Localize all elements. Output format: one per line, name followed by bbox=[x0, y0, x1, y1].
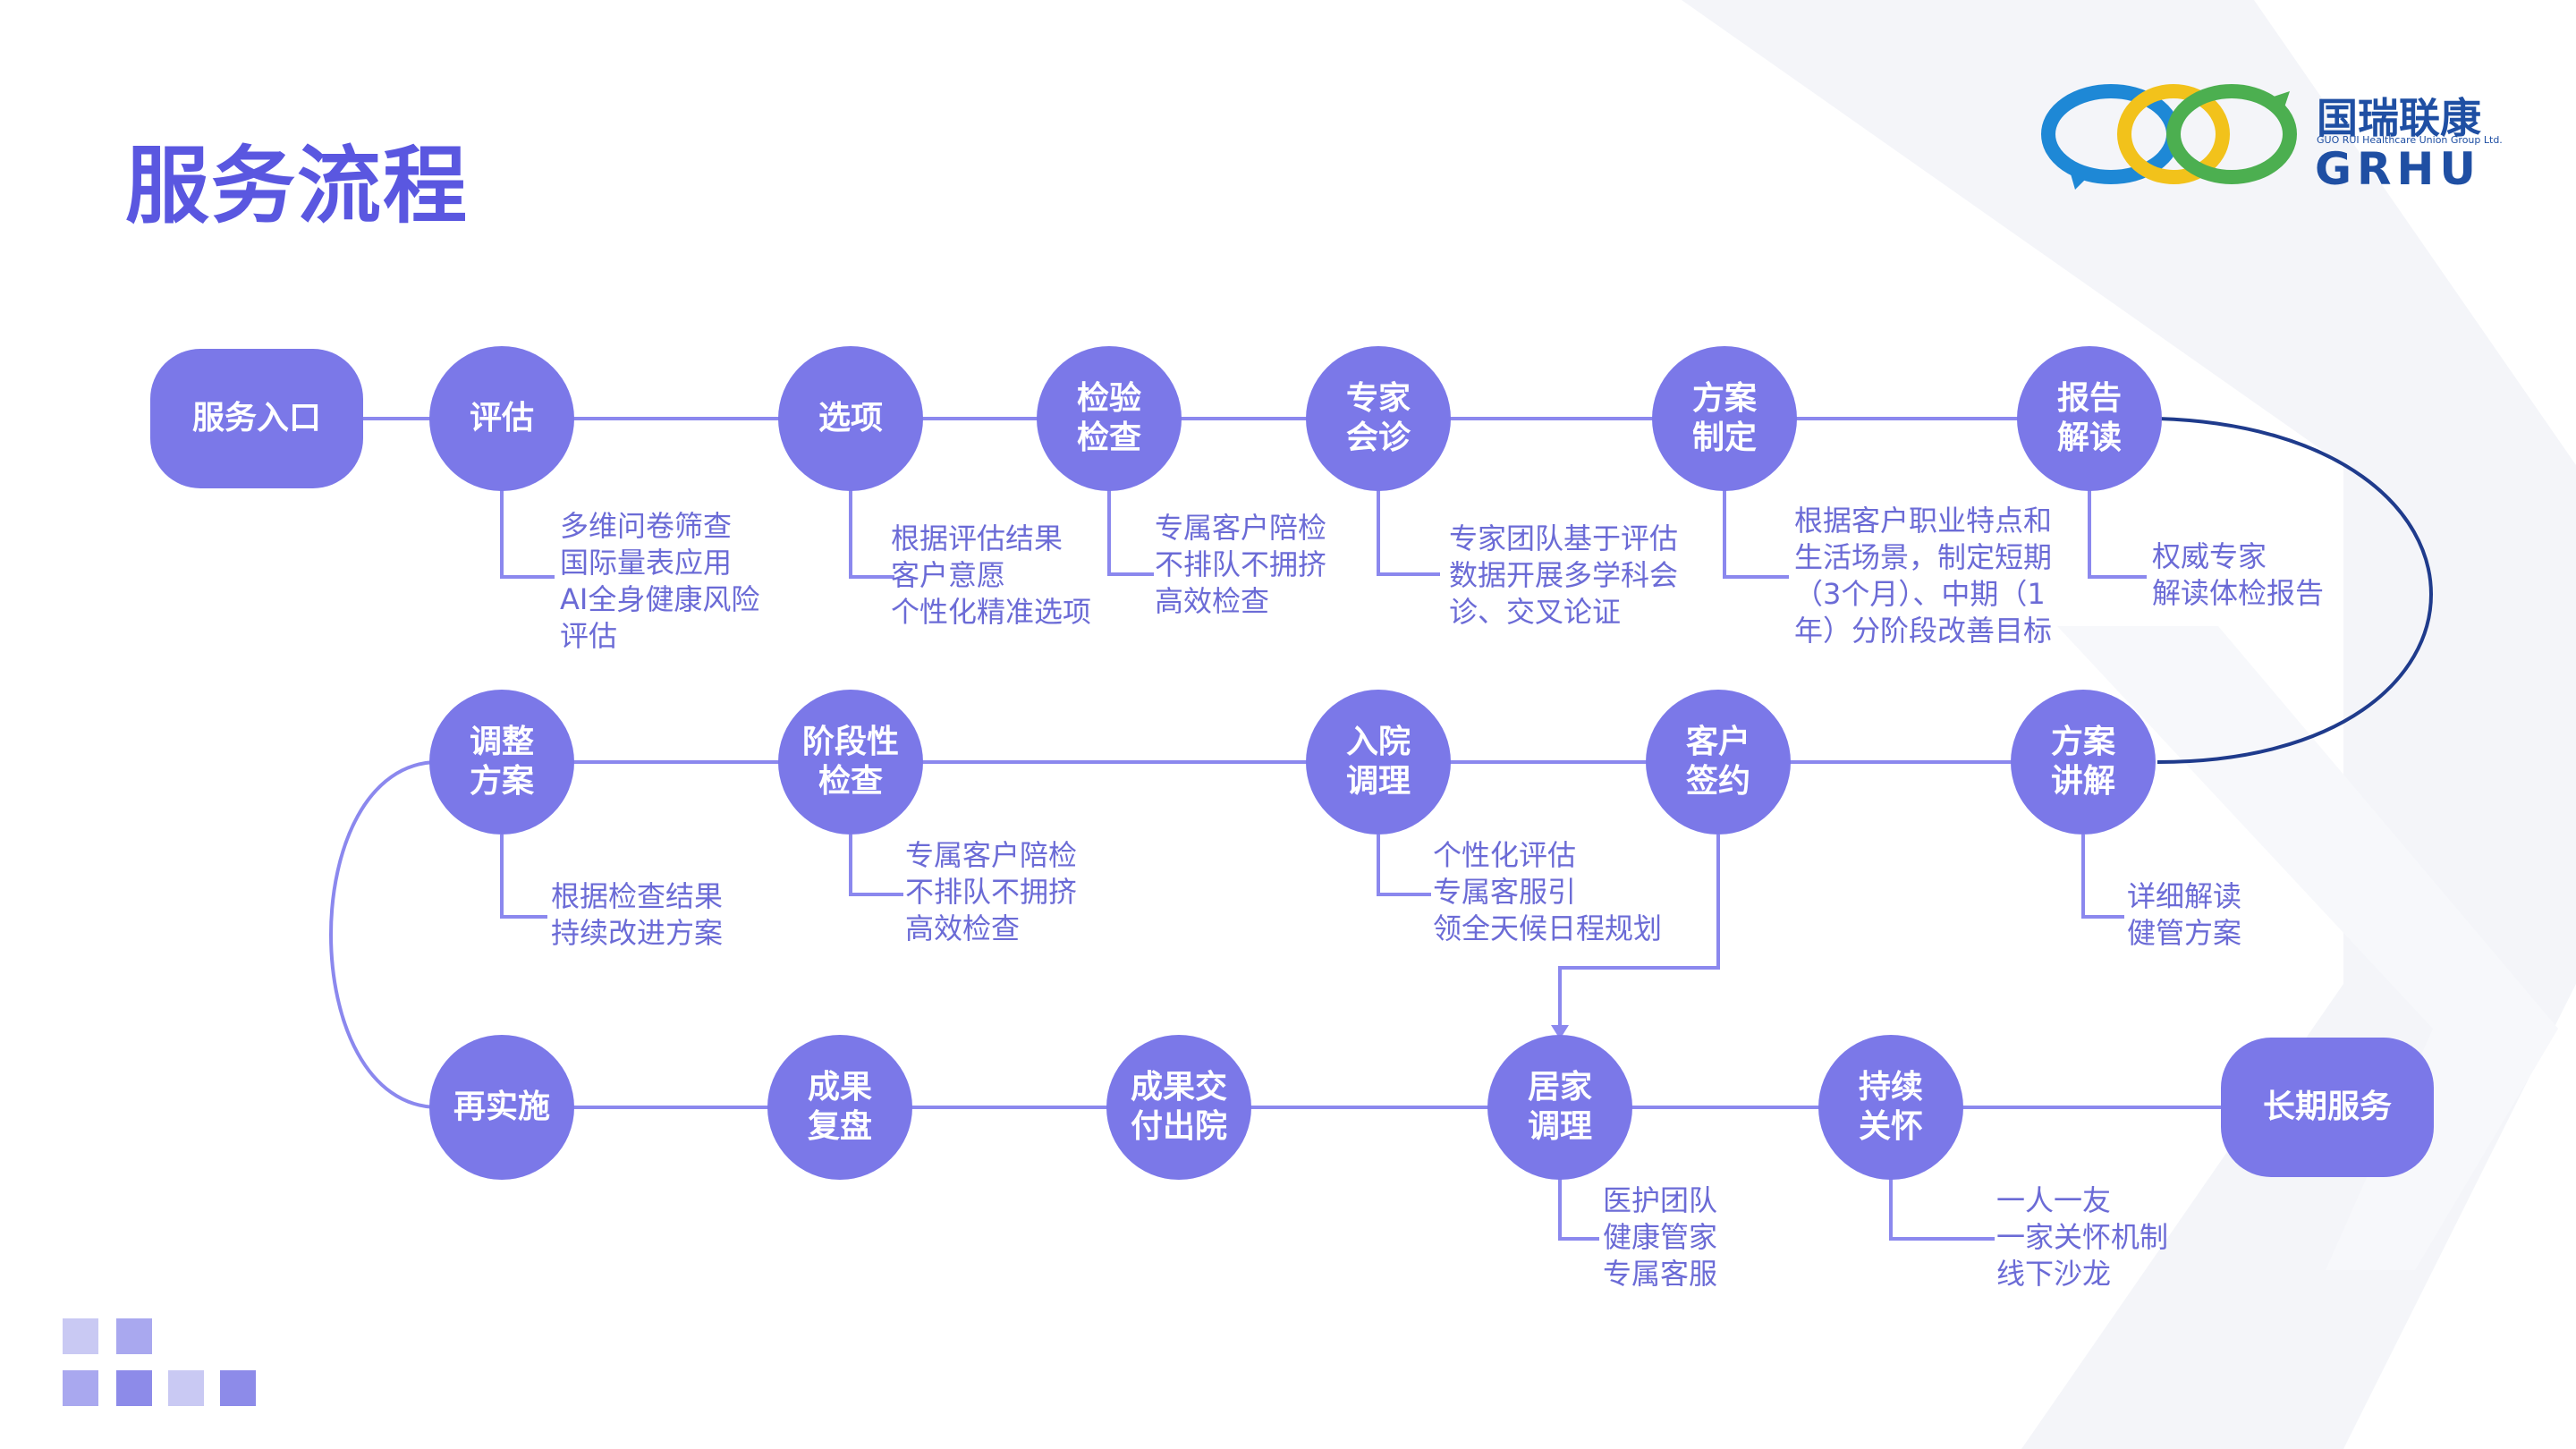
logo-mark-icon bbox=[2041, 84, 2297, 190]
note-expert-consultation: 专家团队基于评估 数据开展多学科会 诊、交叉论证 bbox=[1449, 521, 1679, 629]
logo-name-en: GRHU bbox=[2315, 143, 2481, 195]
flow-node-ongoing-care: 持续 关怀 bbox=[1818, 1035, 1963, 1180]
flow-node-result-review: 成果 复盘 bbox=[767, 1035, 912, 1180]
note-assessment: 多维问卷筛查 国际量表应用 AI全身健康风险 评估 bbox=[560, 509, 760, 653]
flow-node-service-entry: 服务入口 bbox=[150, 349, 363, 488]
note-adjust-plan: 根据检查结果 持续改进方案 bbox=[551, 879, 724, 950]
flow-node-options: 选项 bbox=[778, 346, 923, 491]
flow-node-long-term-service: 长期服务 bbox=[2221, 1038, 2434, 1177]
note-plan-formulation: 根据客户职业特点和 生活场景，制定短期 （3个月）、中期（1 年）分阶段改善目标 bbox=[1794, 504, 2053, 648]
flow-node-assessment: 评估 bbox=[429, 346, 574, 491]
flow-node-customer-signup: 客户 签约 bbox=[1646, 690, 1791, 835]
flow-node-plan-formulation: 方案 制定 bbox=[1652, 346, 1797, 491]
flow-node-expert-consultation: 专家 会诊 bbox=[1306, 346, 1451, 491]
flow-node-admission: 入院 调理 bbox=[1306, 690, 1451, 835]
flow-node-plan-explanation: 方案 讲解 bbox=[2011, 690, 2156, 835]
flow-node-examination: 检验 检查 bbox=[1037, 346, 1182, 491]
note-home-care: 医护团队 健康管家 专属客服 bbox=[1603, 1183, 1718, 1291]
flow-node-phase-check: 阶段性 检查 bbox=[778, 690, 923, 835]
note-ongoing-care: 一人一友 一家关怀机制 线下沙龙 bbox=[1996, 1183, 2169, 1291]
logo-name-cn: 国瑞联康 bbox=[2317, 94, 2481, 142]
page-title: 服务流程 bbox=[125, 138, 470, 235]
note-plan-explanation: 详细解读 健管方案 bbox=[2127, 879, 2242, 950]
logo-tagline: GUO RUI Healthcare Union Group Ltd. bbox=[2317, 134, 2503, 146]
flow-node-reimplement: 再实施 bbox=[429, 1035, 574, 1180]
note-report-interpretation: 权威专家 解读体检报告 bbox=[2152, 539, 2325, 610]
flow-node-discharge: 成果交 付出院 bbox=[1106, 1035, 1251, 1180]
flow-node-report-interpretation: 报告 解读 bbox=[2017, 346, 2162, 491]
flow-node-adjust-plan: 调整 方案 bbox=[429, 690, 574, 835]
note-phase-check: 专属客户陪检 不排队不拥挤 高效检查 bbox=[905, 838, 1078, 945]
note-options: 根据评估结果 客户意愿 个性化精准选项 bbox=[891, 521, 1092, 629]
note-examination: 专属客户陪检 不排队不拥挤 高效检查 bbox=[1155, 511, 1327, 618]
note-admission: 个性化评估 专属客服引 领全天候日程规划 bbox=[1433, 838, 1663, 945]
flow-node-home-care: 居家 调理 bbox=[1487, 1035, 1632, 1180]
